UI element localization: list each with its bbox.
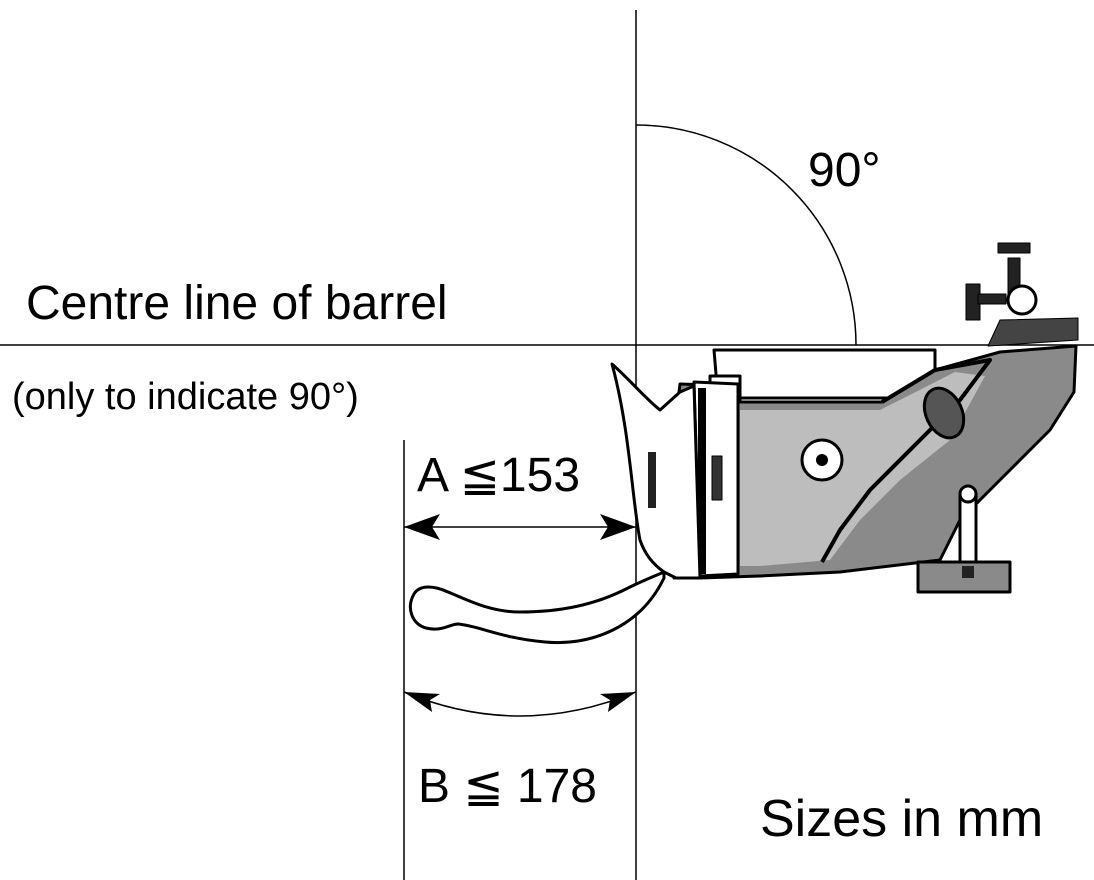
front-fixture — [916, 484, 1012, 594]
dimension-a-label: A ≦153 — [417, 449, 581, 502]
units-label: Sizes in mm — [760, 790, 1044, 848]
hand-rest-lever — [409, 570, 666, 645]
angle-label: 90° — [808, 144, 881, 197]
centre-line-note: (only to indicate 90°) — [12, 376, 359, 418]
dimension-b-label: B ≦ 178 — [418, 760, 597, 813]
rear-sight — [965, 242, 1079, 347]
dimension-b-arrow — [403, 691, 637, 717]
centre-line-label: Centre line of barrel — [26, 277, 448, 330]
pistol-illustration — [409, 242, 1079, 645]
dimension-a-arrow — [404, 514, 636, 540]
right-angle-arc — [635, 124, 857, 346]
